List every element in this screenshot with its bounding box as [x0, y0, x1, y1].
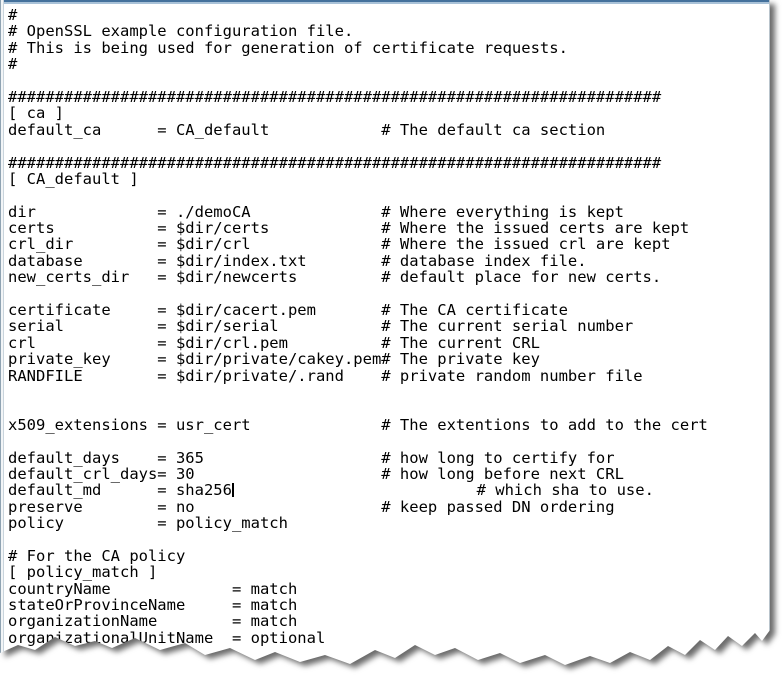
- frame-right-border: [769, 0, 770, 665]
- config-line: certs = $dir/certs # Where the issued ce…: [8, 219, 690, 238]
- config-line: [8, 384, 768, 400]
- config-line-before-caret: default_md = sha256: [8, 481, 232, 500]
- frame-top-border: [0, 0, 770, 4]
- config-line: default_days = 365 # how long to certify…: [8, 448, 615, 467]
- config-line: private_key = $dir/private/cakey.pem# Th…: [8, 350, 540, 369]
- config-line: # This is being used for generation of c…: [8, 38, 568, 57]
- config-line: crl = $dir/crl.pem # The current CRL: [8, 333, 540, 352]
- config-line: countryName = match: [8, 579, 298, 598]
- frame-left-border: [0, 0, 4, 665]
- config-line-after-caret: # which sha to use.: [233, 481, 654, 500]
- config-line: #: [8, 6, 18, 24]
- config-line: [8, 433, 768, 449]
- config-line: # For the CA policy: [8, 546, 186, 565]
- config-line: preserve = no # keep passed DN ordering: [8, 497, 615, 516]
- config-line: [8, 532, 768, 548]
- config-line: [ CA_default ]: [8, 169, 139, 188]
- config-line: default_ca = CA_default # The default ca…: [8, 120, 606, 139]
- config-line: organizationName = match: [8, 612, 298, 631]
- config-line: ########################################…: [8, 87, 662, 106]
- config-line: [8, 400, 768, 416]
- config-line: ########################################…: [8, 153, 662, 172]
- config-line: [ policy_match ]: [8, 563, 158, 582]
- config-line: database = $dir/index.txt # database ind…: [8, 251, 587, 270]
- config-line: dir = ./demoCA # Where everything is kep…: [8, 202, 624, 221]
- text-caret: [231, 483, 234, 498]
- config-line: default_md = sha256 # which sha to use.: [8, 482, 768, 498]
- config-line: RANDFILE = $dir/private/.rand # private …: [8, 366, 643, 385]
- config-line: [8, 138, 768, 154]
- config-line: [ ca ]: [8, 104, 64, 123]
- config-line: crl_dir = $dir/crl # Where the issued cr…: [8, 235, 671, 254]
- config-text-editor[interactable]: ## OpenSSL example configuration file.# …: [8, 4, 768, 665]
- config-line: serial = $dir/serial # The current seria…: [8, 317, 634, 336]
- config-line: #: [8, 55, 18, 74]
- config-line: [8, 187, 768, 203]
- config-line: certificate = $dir/cacert.pem # The CA c…: [8, 301, 568, 320]
- config-line: x509_extensions = usr_cert # The extenti…: [8, 415, 708, 434]
- config-line: [8, 73, 768, 89]
- config-line: organizationalUnitName = optional: [8, 628, 326, 647]
- config-line: # OpenSSL example configuration file.: [8, 22, 354, 41]
- config-line: policy = policy_match: [8, 514, 288, 533]
- config-line: default_crl_days= 30 # how long before n…: [8, 464, 624, 483]
- config-line: stateOrProvinceName = match: [8, 596, 298, 615]
- config-line: [8, 286, 768, 302]
- config-line: new_certs_dir = $dir/newcerts # default …: [8, 268, 662, 287]
